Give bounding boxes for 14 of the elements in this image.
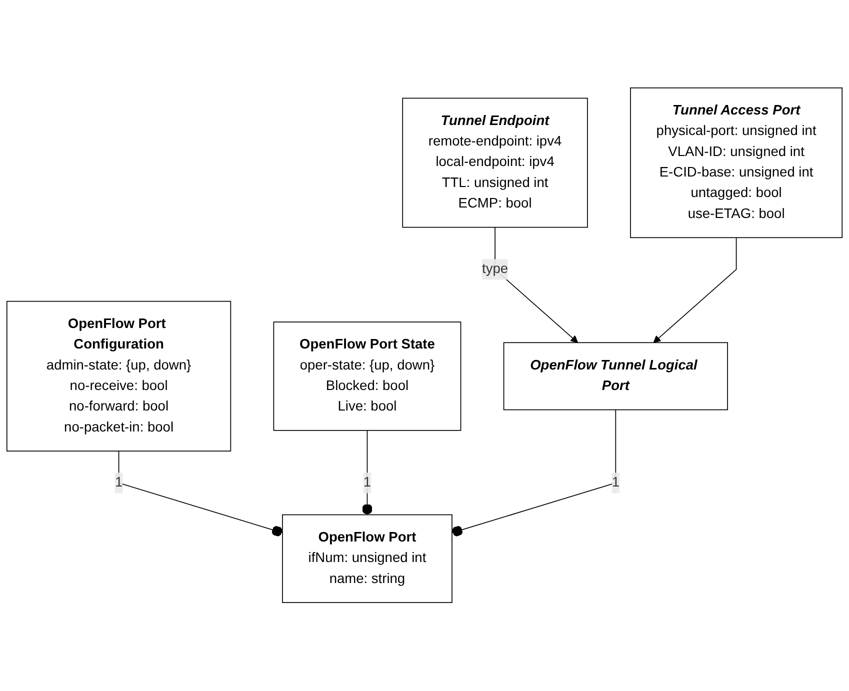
connector (452, 410, 616, 537)
arrow (653, 237, 737, 344)
edge-label: 1 (114, 475, 123, 490)
node-box: Tunnel Endpoint remote-endpoint: ipv4 local-endpoint: ipv4 TTL: unsigned int ECMP: bool (402, 98, 588, 228)
edge-label: 1 (363, 475, 372, 490)
connector (362, 430, 372, 516)
node-box: OpenFlow Port State oper-state: {up, down} Blocked: bool Live: bool (273, 322, 462, 432)
node-box: Tunnel Access Port physical-port: unsigned int VLAN-ID: unsigned int E-CID-base: unsigned int untagged: bool use-ETAG: bool (630, 88, 843, 238)
node-box: OpenFlow Port ifNum: unsigned int name: string (282, 514, 452, 604)
edge-label: type (482, 262, 508, 277)
edge-label: 1 (612, 475, 620, 490)
node-box: OpenFlow Tunnel Logical Port (503, 342, 728, 410)
connector (118, 450, 283, 537)
node-box: OpenFlow Port Configuration admin-state: {up, down} no-receive: bool no-forward: bool no-packet-in: bool (6, 301, 232, 452)
